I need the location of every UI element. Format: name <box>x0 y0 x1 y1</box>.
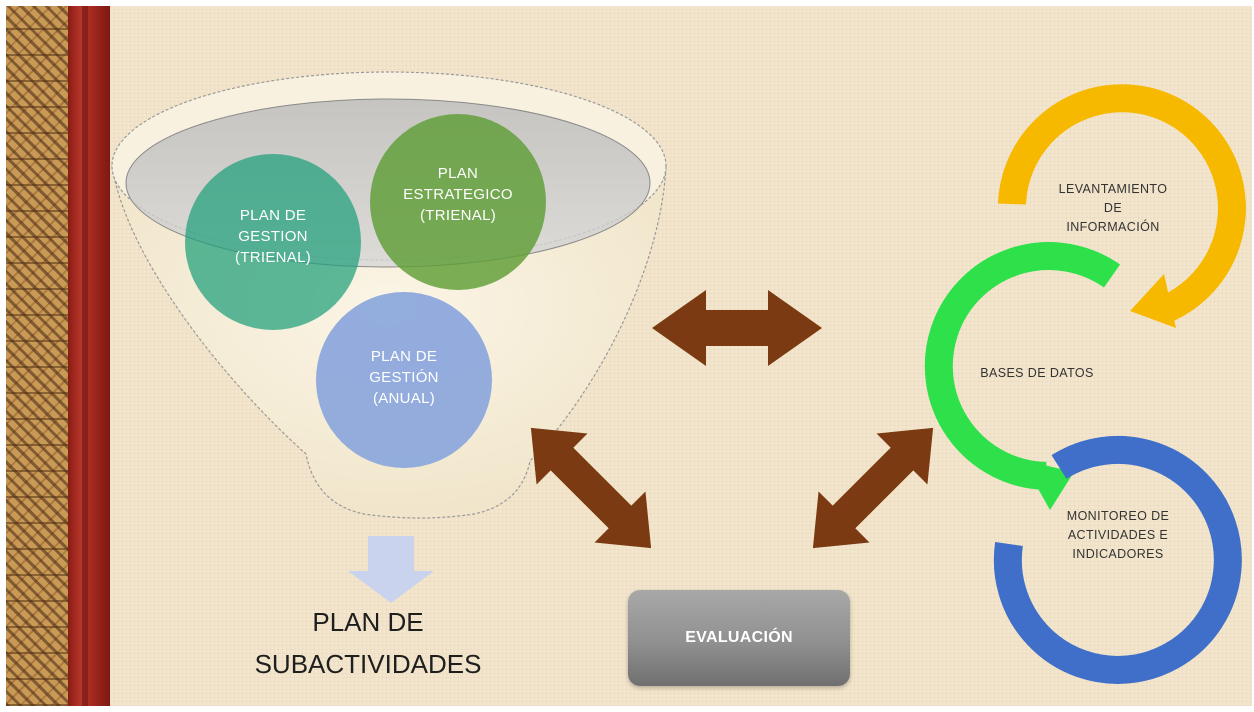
cycle-monitoreo-ring <box>993 435 1242 684</box>
bases-datos-label: BASES DE DATOS <box>980 366 1094 380</box>
plan-gestion-trienal-label: PLAN DE GESTION (TRIENAL) <box>234 207 312 266</box>
plan-subactividades-label: PLAN DE SUBACTIVIDADES <box>254 607 482 679</box>
evaluacion-box: EVALUACIÓN <box>628 590 850 686</box>
cycle-levantamiento-ring <box>998 84 1246 328</box>
red-border-band <box>68 6 110 706</box>
double-arrow-diagonal-right <box>812 427 934 549</box>
plan-gestion-trienal-circle <box>185 154 361 330</box>
down-arrow <box>348 536 434 603</box>
tribal-pattern-border <box>6 6 68 706</box>
plan-estrategico-label: PLAN ESTRATEGICO (TRIENAL) <box>403 165 513 224</box>
plan-estrategico-circle <box>370 114 546 290</box>
monitoreo-label: MONITOREO DE ACTIVIDADES E INDICADORES <box>1066 509 1170 561</box>
levantamiento-label: LEVANTAMIENTO DE INFORMACIÓN <box>1058 182 1168 234</box>
plan-gestion-anual-circle <box>316 292 492 468</box>
plan-gestion-anual-label: PLAN DE GESTIÓN (ANUAL) <box>369 348 439 407</box>
slide: PLAN DE GESTION (TRIENAL) PLAN ESTRATEGI… <box>6 6 1252 706</box>
evaluacion-label: EVALUACIÓN <box>685 629 793 646</box>
diagram-canvas <box>111 71 1246 684</box>
double-arrow-horizontal <box>652 290 822 366</box>
cycle-bases-datos-ring <box>924 242 1121 510</box>
double-arrow-diagonal-left <box>530 427 652 549</box>
